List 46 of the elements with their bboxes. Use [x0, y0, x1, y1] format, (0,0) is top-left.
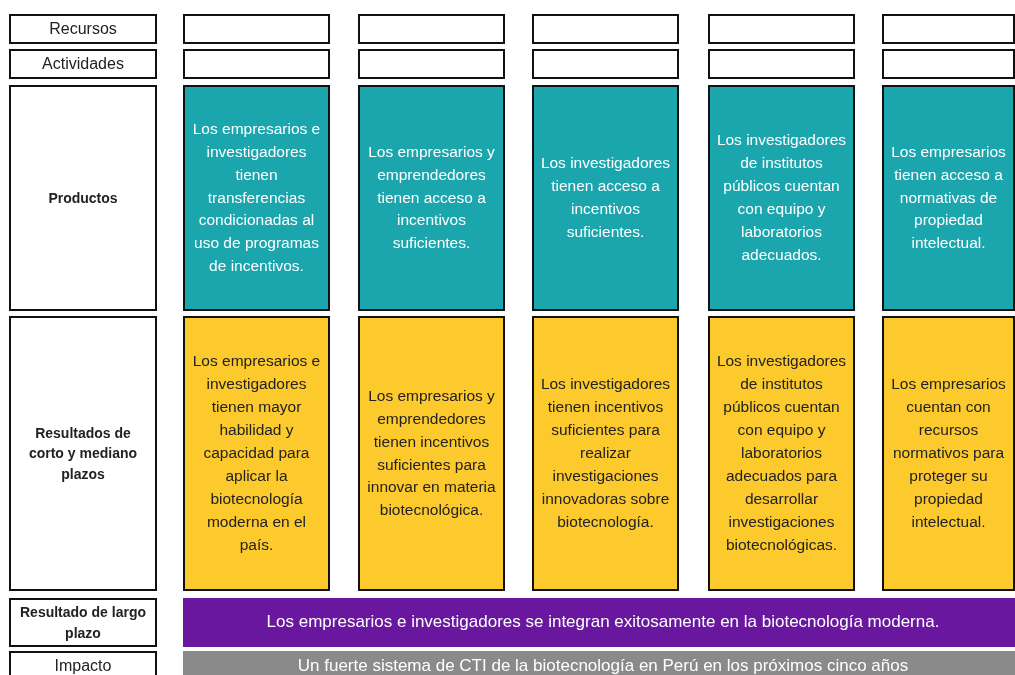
empty-box [358, 14, 505, 44]
cell-text: Los investigadores tienen incentivos suficientes para realizar investigaciones innovadoras sobre biotecnología. [539, 374, 672, 532]
long-term-result-band [183, 598, 1015, 647]
row-label: Impacto [53, 656, 113, 675]
outcome-box [882, 316, 1015, 591]
row-label-box [9, 651, 157, 675]
product-box [882, 85, 1015, 311]
row-label: Productos [47, 188, 119, 208]
empty-box [532, 14, 679, 44]
cell-text: Los empresarios y emprendedores tienen acceso a incentivos suficientes. [367, 141, 496, 254]
row-label-box [9, 49, 157, 79]
row-label: Actividades [41, 54, 125, 75]
outcome-box [532, 316, 679, 591]
product-box [708, 85, 855, 311]
band-text: Los empresarios e investigadores se integran exitosamente en la biotecnología moderna. [265, 612, 941, 633]
cell-text: Los empresarios cuentan con recursos normativos para proteger su propiedad intelectual. [890, 374, 1007, 532]
empty-box [708, 14, 855, 44]
row-label: Resultados de corto y mediano plazos [27, 424, 139, 484]
empty-box [358, 49, 505, 79]
impact-band [183, 651, 1015, 675]
empty-box [882, 14, 1015, 44]
band-text: Un fuerte sistema de CTI de la biotecnología en Perú en los próximos cinco años [296, 655, 910, 675]
product-box [532, 85, 679, 311]
empty-box [708, 49, 855, 79]
cell-text: Los empresarios e investigadores tienen transferencias condicionadas al uso de programas de incentivos. [191, 118, 322, 277]
cell-text: Los empresarios y emprendedores tienen incentivos suficientes para innovar en materia biotecnológica. [366, 385, 497, 521]
row-label-box [9, 85, 157, 311]
empty-box [183, 49, 330, 79]
product-box [358, 85, 505, 311]
cell-text: Los investigadores de institutos públicos cuentan con equipo y laboratorios adecuados para desarrollar investigaciones biotecnológicas. [715, 351, 848, 555]
product-box [183, 85, 330, 311]
outcome-box [708, 316, 855, 591]
empty-box [882, 49, 1015, 79]
empty-box [183, 14, 330, 44]
row-label-box [9, 14, 157, 44]
outcome-box [183, 316, 330, 591]
row-label: Recursos [48, 19, 118, 40]
outcome-box [358, 316, 505, 591]
cell-text: Los investigadores de institutos públicos cuentan con equipo y laboratorios adecuados. [715, 130, 848, 265]
row-label-box [9, 316, 157, 591]
empty-box [532, 49, 679, 79]
cell-text: Los empresarios tienen acceso a normativas de propiedad intelectual. [890, 141, 1007, 254]
row-label: Resultado de largo plazo [19, 603, 147, 643]
cell-text: Los investigadores tienen acceso a incentivos suficientes. [539, 153, 672, 242]
row-label-box [9, 598, 157, 647]
cell-text: Los empresarios e investigadores tienen mayor habilidad y capacidad para aplicar la biotecnología moderna en el país. [191, 351, 322, 555]
